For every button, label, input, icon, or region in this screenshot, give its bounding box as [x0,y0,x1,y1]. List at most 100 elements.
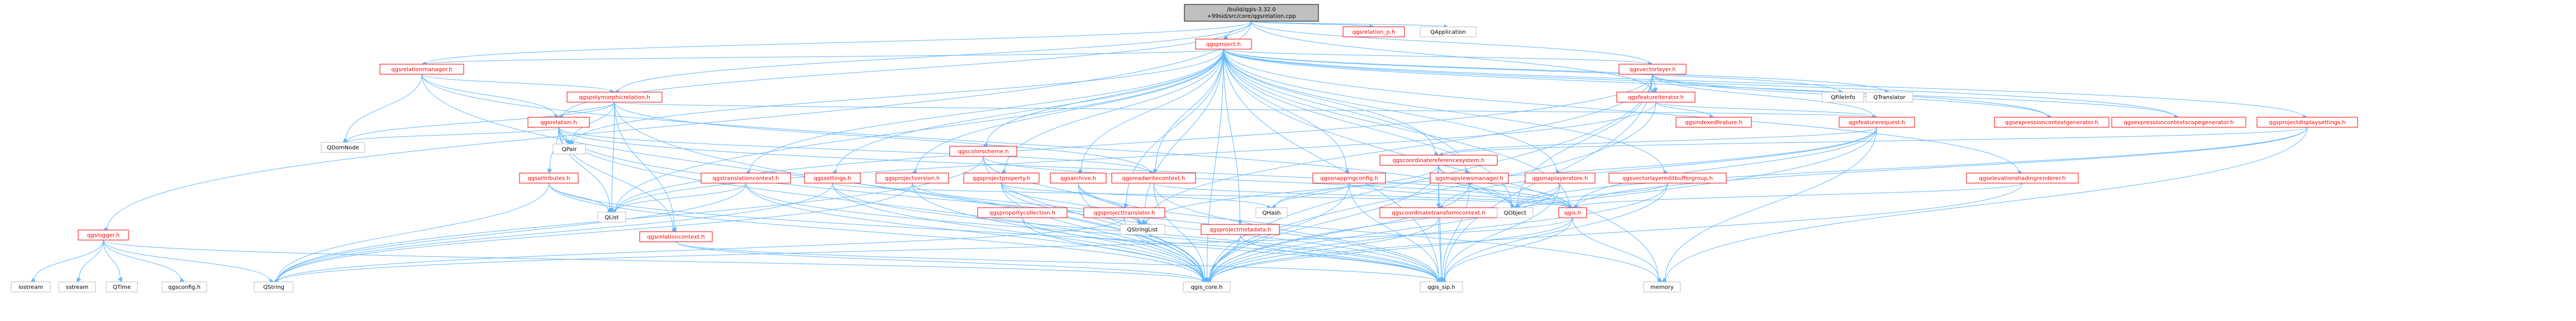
node-qgsfeaturerequest[interactable]: qgsfeaturerequest.h [1839,117,1915,128]
node-box-QPair [553,143,586,155]
node-label-qgspolymorphicrelation: qgspolymorphicrelation.h [579,95,650,101]
edge-qgsproject-to-qgsvectorlayer [1223,49,1649,65]
edge-qgsproject-to-qgis_core [1207,49,1224,279]
node-qgsrelation_p[interactable]: qgsrelation_p.h [1342,26,1405,37]
edge-qgstranslationcontext-to-QString [277,183,746,281]
edge-qgsrelation-to-qgsreadwritecontext [558,127,1150,173]
node-QString: QString [254,281,294,293]
node-qgsattributes[interactable]: qgsattributes.h [519,173,579,184]
edge-qgsprojectproperty-to-qgis_core [1001,183,1204,280]
edge-qgsfeaturerequest-to-qgis [1576,127,1877,207]
edge-qgsattributes-to-qgis_sip [549,183,1438,282]
node-box-root [1184,4,1319,22]
node-qgsindexedfeature[interactable]: qgsindexedfeature.h [1675,117,1752,128]
node-label-qgsconfig: qgsconfig.h [168,285,201,291]
edge-qgscoordinatereferencesystem-to-QHash [1275,165,1439,207]
node-label-QPair: QPair [562,147,577,153]
edge-qgsrelation-to-qgis [558,127,1569,208]
node-qgsexpressioncontextscopegenerator[interactable]: qgsexpressioncontextscopegenerator.h [2111,117,2246,128]
edge-qgsprojecttranslator-to-QString [277,217,1125,282]
node-qgscoordinatereferencesystem[interactable]: qgscoordinatereferencesystem.h [1379,155,1498,166]
node-box-qgsfeaturerequest [1839,117,1915,128]
node-box-qgsindexedfeature [1675,117,1752,128]
edge-qgscoordinatereferencesystem-to-qgis_core [1210,165,1439,280]
node-qgsprojecttranslator[interactable]: qgsprojecttranslator.h [1083,207,1165,218]
node-qgsprojectdisplaysettings[interactable]: qgsprojectdisplaysettings.h [2256,117,2358,128]
node-box-qgis_sip [1420,281,1463,293]
node-box-qgssnappingconfig [1312,173,1386,184]
node-qgscolorscheme[interactable]: qgscolorscheme.h [949,146,1017,157]
node-label-qgsindexedfeature: qgsindexedfeature.h [1685,120,1742,126]
node-box-QList [597,212,626,223]
edge-qgsattributes-to-QList [549,183,609,211]
edge-qgslogger-to-sstream [79,239,104,279]
arrowhead-qgsprojectmetadata-to-qgis_core [1206,277,1211,282]
dependency-nodes: /build/qgis-3.32.0+99sid/src/core/qgsrel… [11,4,2358,293]
node-qgsprojectmetadata[interactable]: qgsprojectmetadata.h [1201,224,1280,235]
node-qgsfeatureiterator[interactable]: qgsfeatureiterator.h [1616,92,1696,103]
node-box-sstream [58,281,96,293]
edge-qgsmapviewsmanager-to-QObject [1469,183,1512,206]
node-label-qgsattributes: qgsattributes.h [527,176,570,182]
node-qgsconfig: qgsconfig.h [161,281,207,293]
node-qgslogger[interactable]: qgslogger.h [78,229,129,241]
edge-qgsvectorlayereditbuffergroup-to-qgis_sip [1444,183,1668,281]
node-qgsproject[interactable]: qgsproject.h [1195,39,1252,50]
edge-qgsmaplayerstore-to-qgis_core [1210,183,1560,281]
node-label-qgstranslationcontext: qgstranslationcontext.h [713,176,779,182]
edge-qgsprojectproperty-to-QHash [1001,183,1268,208]
node-qgsprojectproperty[interactable]: qgsprojectproperty.h [963,173,1040,184]
edge-qgsprojectdisplaysettings-to-qgscoordinatereferencesystem [1442,127,2308,156]
edge-qgsreadwritecontext-to-qgis_sip [1153,183,1438,281]
arrowhead-qgscoordinatereferencesystem-to-qgscoordinatetransformcontext [1436,203,1441,209]
node-box-qgspolymorphicrelation [566,92,663,103]
node-qgspropertycollection[interactable]: qgspropertycollection.h [977,207,1068,218]
node-label-qgsprojecttranslator: qgsprojecttranslator.h [1094,210,1155,217]
node-box-iostream [11,281,51,293]
node-box-qgselevationshadingrenderer [1966,173,2079,184]
node-QObject: QObject [1497,207,1534,218]
node-qgsexpressioncontextgenerator[interactable]: qgsexpressioncontextgenerator.h [1994,117,2110,128]
node-qgsmaplayerstore[interactable]: qgsmaplayerstore.h [1525,173,1596,184]
edge-qgsrelation-to-qgis_core [558,127,1203,281]
edge-qgsproject-to-qgis_sip [1223,49,1439,279]
node-qgsprojectversion[interactable]: qgsprojectversion.h [875,173,949,184]
edge-qgspolymorphicrelation-to-qgsrelationcontext [614,102,675,228]
edge-qgslogger-to-iostream [34,239,104,280]
node-qgscoordinatetransformcontext[interactable]: qgscoordinatetransformcontext.h [1379,207,1498,218]
node-qgstranslationcontext[interactable]: qgstranslationcontext.h [701,173,791,184]
node-qgssettings[interactable]: qgssettings.h [804,173,861,184]
edge-qgsmapviewsmanager-to-qgis_core [1210,183,1470,281]
edge-qgsprojectmetadata-to-qgis_core [1208,234,1241,279]
node-label-QTime: QTime [113,285,131,291]
node-box-qgsexpressioncontextgenerator [1994,117,2110,128]
node-qgsarchive[interactable]: qgsarchive.h [1050,173,1107,184]
node-qgssnappingconfig[interactable]: qgssnappingconfig.h [1312,173,1386,184]
node-label-qgscolorscheme: qgscolorscheme.h [958,149,1008,155]
node-qgsrelationmanager[interactable]: qgsrelationmanager.h [379,64,464,75]
edge-qgslogger-to-qgis_core [103,239,1203,282]
node-qgsvectorlayer[interactable]: qgsvectorlayer.h [1618,64,1687,75]
node-qgspolymorphicrelation[interactable]: qgspolymorphicrelation.h [566,92,663,103]
node-label-QList: QList [604,215,618,221]
node-qgsvectorlayereditbuffergroup[interactable]: qgsvectorlayereditbuffergroup.h [1608,173,1727,184]
edge-qgssnappingconfig-to-QHash [1275,183,1350,207]
node-label-qgsprojectproperty: qgsprojectproperty.h [973,176,1031,182]
edge-qgsfeaturerequest-to-qgscoordinatereferencesystem [1442,127,1877,155]
node-label-qgselevationshadingrenderer: qgselevationshadingrenderer.h [1979,176,2065,182]
arrowhead-qgslogger-to-sstream [77,277,82,282]
node-qgsreadwritecontext[interactable]: qgsreadwritecontext.h [1111,173,1196,184]
node-qgsrelation[interactable]: qgsrelation.h [527,117,590,128]
node-qgis[interactable]: qgis.h [1558,207,1587,218]
node-qgis_sip: qgis_sip.h [1420,281,1463,293]
node-qgselevationshadingrenderer[interactable]: qgselevationshadingrenderer.h [1966,173,2079,184]
node-qgsmapviewsmanager[interactable]: qgsmapviewsmanager.h [1430,173,1509,184]
edge-qgsmaplayerstore-to-QObject [1518,183,1560,206]
edge-qgsproject-to-qgsprojectversion [916,49,1224,172]
node-QTime: QTime [106,281,138,293]
node-box-qgssettings [804,173,861,184]
node-qgsrelationcontext[interactable]: qgsrelationcontext.h [639,231,713,242]
edge-qgselevationshadingrenderer-to-qgis_core [1210,183,2023,282]
edge-qgselevationshadingrenderer-to-qgis [1576,183,2023,208]
